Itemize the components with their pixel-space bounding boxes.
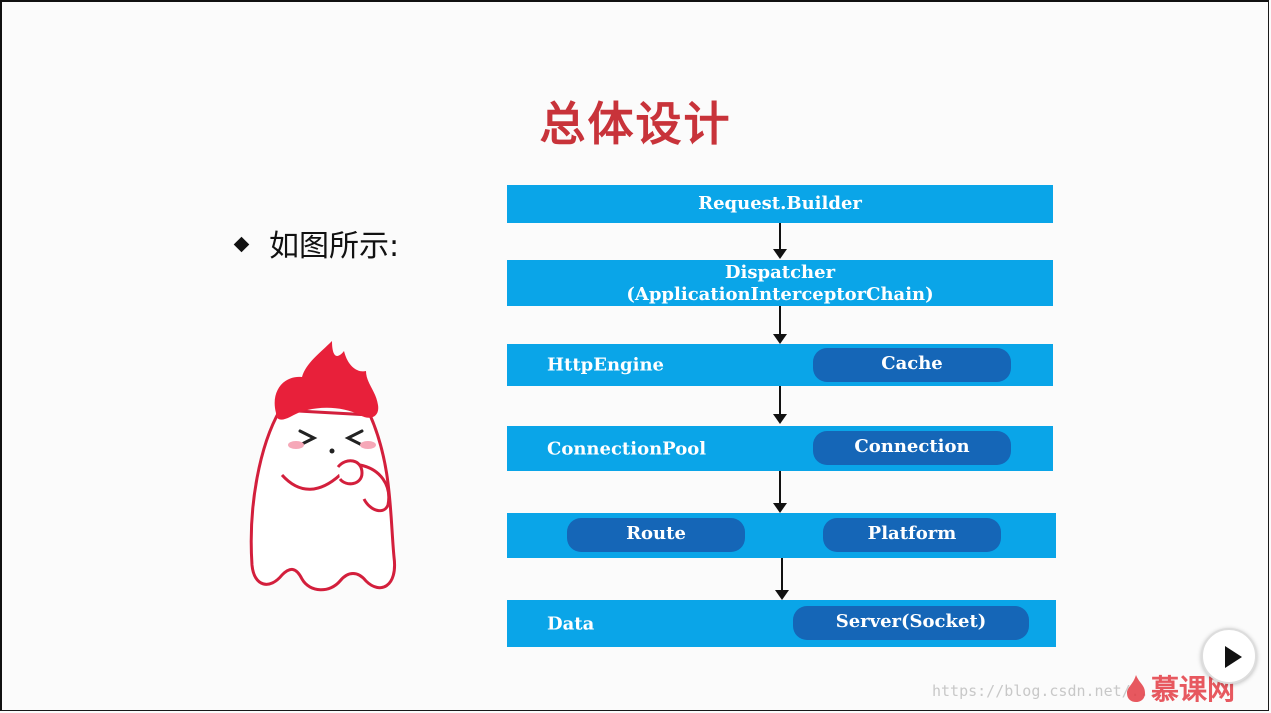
bullet-diamond-icon (233, 236, 250, 252)
mascot-fist (336, 459, 364, 486)
bullet-text: 如图所示: (269, 229, 400, 264)
data-label: Data (547, 613, 595, 634)
dispatcher-sub-label: (ApplicationInterceptorChain) (626, 284, 934, 305)
pill-route: Route (567, 518, 745, 552)
pill-cache: Cache (813, 348, 1011, 382)
pill-server: Server(Socket) (793, 606, 1029, 640)
play-button[interactable] (1201, 628, 1257, 684)
arrow-1 (773, 223, 787, 259)
flame-icon (1127, 675, 1145, 702)
arrow-3 (773, 386, 787, 424)
box-dispatcher: Dispatcher (ApplicationInterceptorChain) (507, 260, 1053, 306)
arrow-4 (773, 471, 787, 513)
box-data: Data Server(Socket) (507, 600, 1056, 647)
box-connection-pool: ConnectionPool Connection (507, 426, 1053, 471)
mascot-mouth (329, 448, 335, 454)
box-request-builder: Request.Builder (507, 185, 1053, 223)
mascot-cheek-left (288, 441, 304, 449)
server-label: Server(Socket) (835, 611, 987, 632)
bullet-item: 如图所示: (233, 221, 400, 265)
mascot-body (249, 408, 397, 592)
mascot-eye-left (298, 429, 318, 447)
mascot-arm-right (359, 463, 391, 513)
mascot-hair (274, 341, 379, 420)
mascot-arm-left (280, 473, 342, 491)
connection-label: Connection (854, 436, 970, 457)
cache-label: Cache (881, 353, 943, 374)
box-http-engine: HttpEngine Cache (507, 344, 1053, 386)
platform-label: Platform (867, 523, 957, 544)
dispatcher-label: Dispatcher (724, 262, 836, 283)
arrow-5 (775, 558, 789, 600)
http-engine-label: HttpEngine (547, 354, 664, 376)
mascot-cheek-right (360, 441, 376, 449)
mascot-eye-right (344, 429, 364, 447)
slide-title: 总体设计 (539, 97, 732, 151)
pill-connection: Connection (813, 431, 1011, 465)
mascot-illustration (249, 341, 397, 592)
arrow-2 (773, 306, 787, 344)
request-builder-label: Request.Builder (698, 193, 862, 214)
watermark-url: https://blog.csdn.net/... (932, 682, 1158, 700)
box-route-platform: Route Platform (507, 513, 1056, 558)
route-label: Route (626, 523, 686, 544)
pill-platform: Platform (823, 518, 1001, 552)
connection-pool-label: ConnectionPool (547, 438, 707, 459)
